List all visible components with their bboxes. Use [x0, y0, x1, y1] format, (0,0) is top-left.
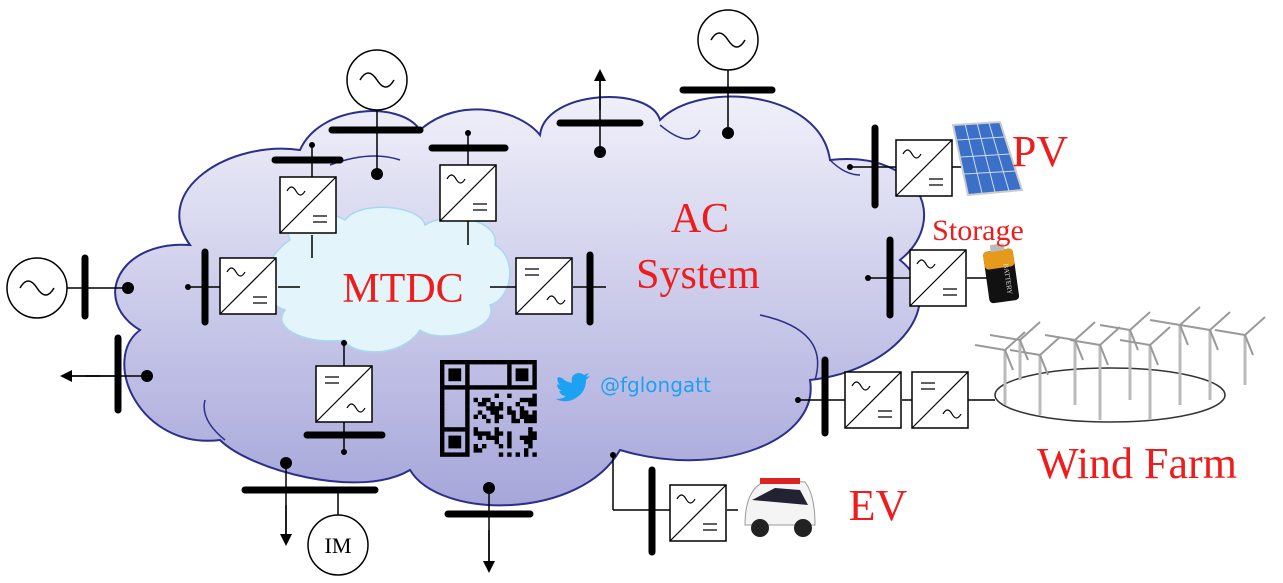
bus-node-dot: [483, 482, 495, 494]
battery-image: BATTERY: [983, 243, 1020, 304]
ac-system-label-line2: System: [636, 252, 760, 298]
ev-car-image: [738, 470, 818, 545]
bus-node-dot: [610, 452, 616, 458]
dc-symbol-icon: [313, 215, 327, 223]
dc-symbol-icon: [525, 268, 539, 276]
bus-node-dot: [847, 164, 853, 170]
bus-node-dot: [371, 168, 383, 180]
ac-symbol-icon: [942, 409, 962, 419]
bus-node-dot: [341, 340, 347, 346]
ac-dc-converter: [279, 176, 337, 234]
dc-ac-converter: [911, 371, 969, 429]
ac-symbol-icon: [546, 295, 566, 305]
generator-top-left: [346, 49, 408, 111]
ac-dc-converter: [895, 139, 953, 197]
wind-turbine-icon: [1044, 321, 1096, 405]
pv-panel-image: [951, 120, 1024, 197]
ac-symbol-icon: [346, 403, 366, 413]
mtdc-label: MTDC: [342, 266, 463, 312]
ac-dc-converter: [219, 257, 277, 315]
bus-node-dot: [722, 127, 734, 139]
wind-turbine-icon: [974, 331, 1026, 405]
qr-code: [440, 360, 537, 457]
bus-node-dot: [795, 397, 801, 403]
dc-ac-converter: [515, 257, 573, 315]
bus-node-dot: [309, 142, 315, 148]
ac-dc-converter: [844, 371, 902, 429]
mtdc-cloud: [264, 206, 511, 353]
ac-symbol-icon: [902, 149, 922, 159]
dc-symbol-icon: [473, 203, 487, 211]
bus-node-dot: [185, 284, 191, 290]
wind-turbine-icon: [1179, 311, 1231, 400]
bus-node-dot: [594, 146, 606, 158]
bus-node-dot: [865, 275, 871, 281]
bus-node-dot: [280, 457, 292, 469]
ac-symbol-icon: [226, 267, 246, 277]
ac-dc-converter: [669, 484, 727, 542]
dc-symbol-icon: [929, 178, 943, 186]
pv-label: PV: [1012, 127, 1068, 176]
dc-symbol-icon: [703, 523, 717, 531]
ac-dc-converter: [439, 164, 497, 222]
wind-farm-boundary: [994, 367, 1226, 423]
im-label: IM: [325, 533, 352, 558]
ac-symbol-icon: [676, 494, 696, 504]
bus-node-dot: [141, 370, 153, 382]
dc-symbol-icon: [943, 288, 957, 296]
wind-turbine-icon: [1069, 326, 1121, 420]
bus-node-dot: [122, 282, 134, 294]
bus-node-dot: [465, 130, 471, 136]
ac-symbol-icon: [286, 186, 306, 196]
dc-symbol-icon: [878, 410, 892, 418]
dc-symbol-icon: [253, 296, 267, 304]
twitter-bird-icon: [556, 373, 590, 402]
wind-turbine-icon: [1149, 306, 1201, 405]
ev-label: EV: [849, 481, 908, 530]
dc-ac-converter: [315, 365, 373, 423]
dc-symbol-icon: [325, 376, 339, 384]
storage-label: Storage: [932, 214, 1024, 247]
wind-turbine-icon: [1214, 316, 1266, 385]
generator-left: [6, 257, 68, 319]
twitter-handle[interactable]: @fglongatt: [600, 373, 711, 397]
dc-symbol-icon: [921, 382, 935, 390]
wind-turbine-icon: [989, 321, 1041, 380]
wind-turbine-icon: [1119, 326, 1171, 420]
ac-symbol-icon: [851, 381, 871, 391]
generator-top-right: [697, 9, 759, 71]
ac-dc-converter: [909, 249, 967, 307]
ac-symbol-icon: [916, 259, 936, 269]
bus-node-dot: [341, 449, 347, 455]
induction-motor: IM: [307, 514, 369, 576]
wind-farm-label: Wind Farm: [1037, 439, 1237, 488]
ac-system-label-line1: AC: [671, 196, 729, 242]
ac-symbol-icon: [446, 174, 466, 184]
